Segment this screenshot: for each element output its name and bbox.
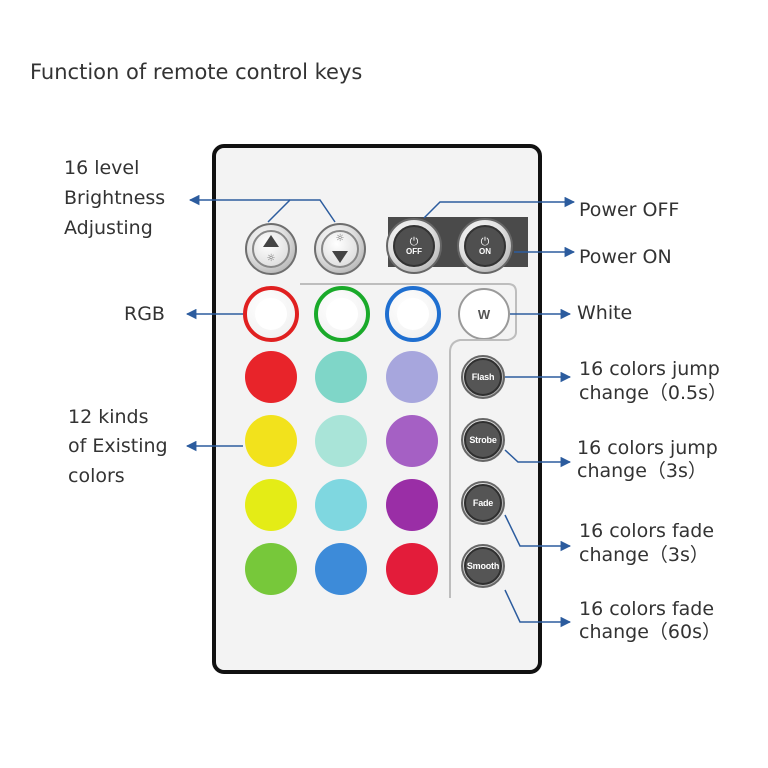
power-icon: ⏻ bbox=[409, 234, 419, 248]
power-on-label: Power ON bbox=[579, 246, 672, 268]
flash-label-line1: 16 colors jump bbox=[579, 358, 720, 380]
smooth-button[interactable]: Smooth bbox=[461, 544, 505, 588]
flash-label-line2: change（0.5s） bbox=[579, 382, 728, 404]
green-key-label: G bbox=[336, 306, 348, 322]
strobe-key-label: Strobe bbox=[464, 421, 502, 459]
white-button[interactable]: W bbox=[458, 288, 510, 340]
power-on-key-label: ON bbox=[479, 246, 491, 256]
white-key-label: W bbox=[477, 306, 491, 322]
sun-icon: ☼ bbox=[335, 233, 345, 244]
smooth-key-label: Smooth bbox=[464, 547, 502, 585]
rgb-label: RGB bbox=[124, 303, 165, 325]
red-key-label: R bbox=[266, 306, 276, 322]
smooth-label-line1: 16 colors fade bbox=[579, 598, 715, 620]
green-button[interactable]: G bbox=[314, 286, 370, 342]
white-label: White bbox=[577, 302, 633, 324]
brightness-label-line3: Adjusting bbox=[64, 217, 153, 239]
blue-key-label: B bbox=[408, 306, 418, 322]
color-button-lavender[interactable] bbox=[386, 351, 438, 403]
power-off-button[interactable]: ⏻ OFF bbox=[386, 218, 442, 274]
fade-label-line2: change（3s） bbox=[579, 544, 709, 566]
color-button-green[interactable] bbox=[245, 543, 297, 595]
strobe-label-line2: change（3s） bbox=[577, 460, 707, 482]
existing-colors-label-line3: colors bbox=[68, 465, 125, 487]
power-icon: ⏻ bbox=[480, 234, 490, 248]
blue-button[interactable]: B bbox=[385, 286, 441, 342]
color-button-cyan[interactable] bbox=[315, 479, 367, 531]
red-button[interactable]: R bbox=[243, 286, 299, 342]
arrow-up-icon bbox=[263, 235, 279, 247]
sun-icon: ☼ bbox=[266, 253, 276, 264]
strobe-label-line1: 16 colors jump bbox=[577, 437, 718, 459]
flash-button[interactable]: Flash bbox=[461, 355, 505, 399]
color-button-mint[interactable] bbox=[315, 415, 367, 467]
strobe-button[interactable]: Strobe bbox=[461, 418, 505, 462]
fade-button[interactable]: Fade bbox=[461, 481, 505, 525]
smooth-label-line2: change（60s） bbox=[579, 621, 721, 643]
color-button-crimson[interactable] bbox=[386, 543, 438, 595]
existing-colors-label-line2: of Existing bbox=[68, 435, 168, 457]
page-title: Function of remote control keys bbox=[30, 60, 363, 84]
arrow-down-icon bbox=[332, 251, 348, 263]
color-button-red[interactable] bbox=[245, 351, 297, 403]
fade-key-label: Fade bbox=[464, 484, 502, 522]
brightness-label-line1: 16 level bbox=[64, 157, 140, 179]
power-on-button[interactable]: ⏻ ON bbox=[457, 218, 513, 274]
brightness-up-button[interactable]: ☼ bbox=[245, 223, 297, 275]
color-button-yellow[interactable] bbox=[245, 415, 297, 467]
color-button-aqua[interactable] bbox=[315, 351, 367, 403]
color-button-purple[interactable] bbox=[386, 479, 438, 531]
brightness-down-button[interactable]: ☼ bbox=[314, 223, 366, 275]
fade-label-line1: 16 colors fade bbox=[579, 520, 715, 542]
brightness-label-line2: Brightness bbox=[64, 187, 166, 209]
color-button-lime-yellow[interactable] bbox=[245, 479, 297, 531]
flash-key-label: Flash bbox=[464, 358, 502, 396]
color-button-blue[interactable] bbox=[315, 543, 367, 595]
existing-colors-label-line1: 12 kinds bbox=[68, 406, 149, 428]
power-off-key-label: OFF bbox=[406, 246, 422, 256]
color-button-violet[interactable] bbox=[386, 415, 438, 467]
power-off-label: Power OFF bbox=[579, 199, 680, 221]
